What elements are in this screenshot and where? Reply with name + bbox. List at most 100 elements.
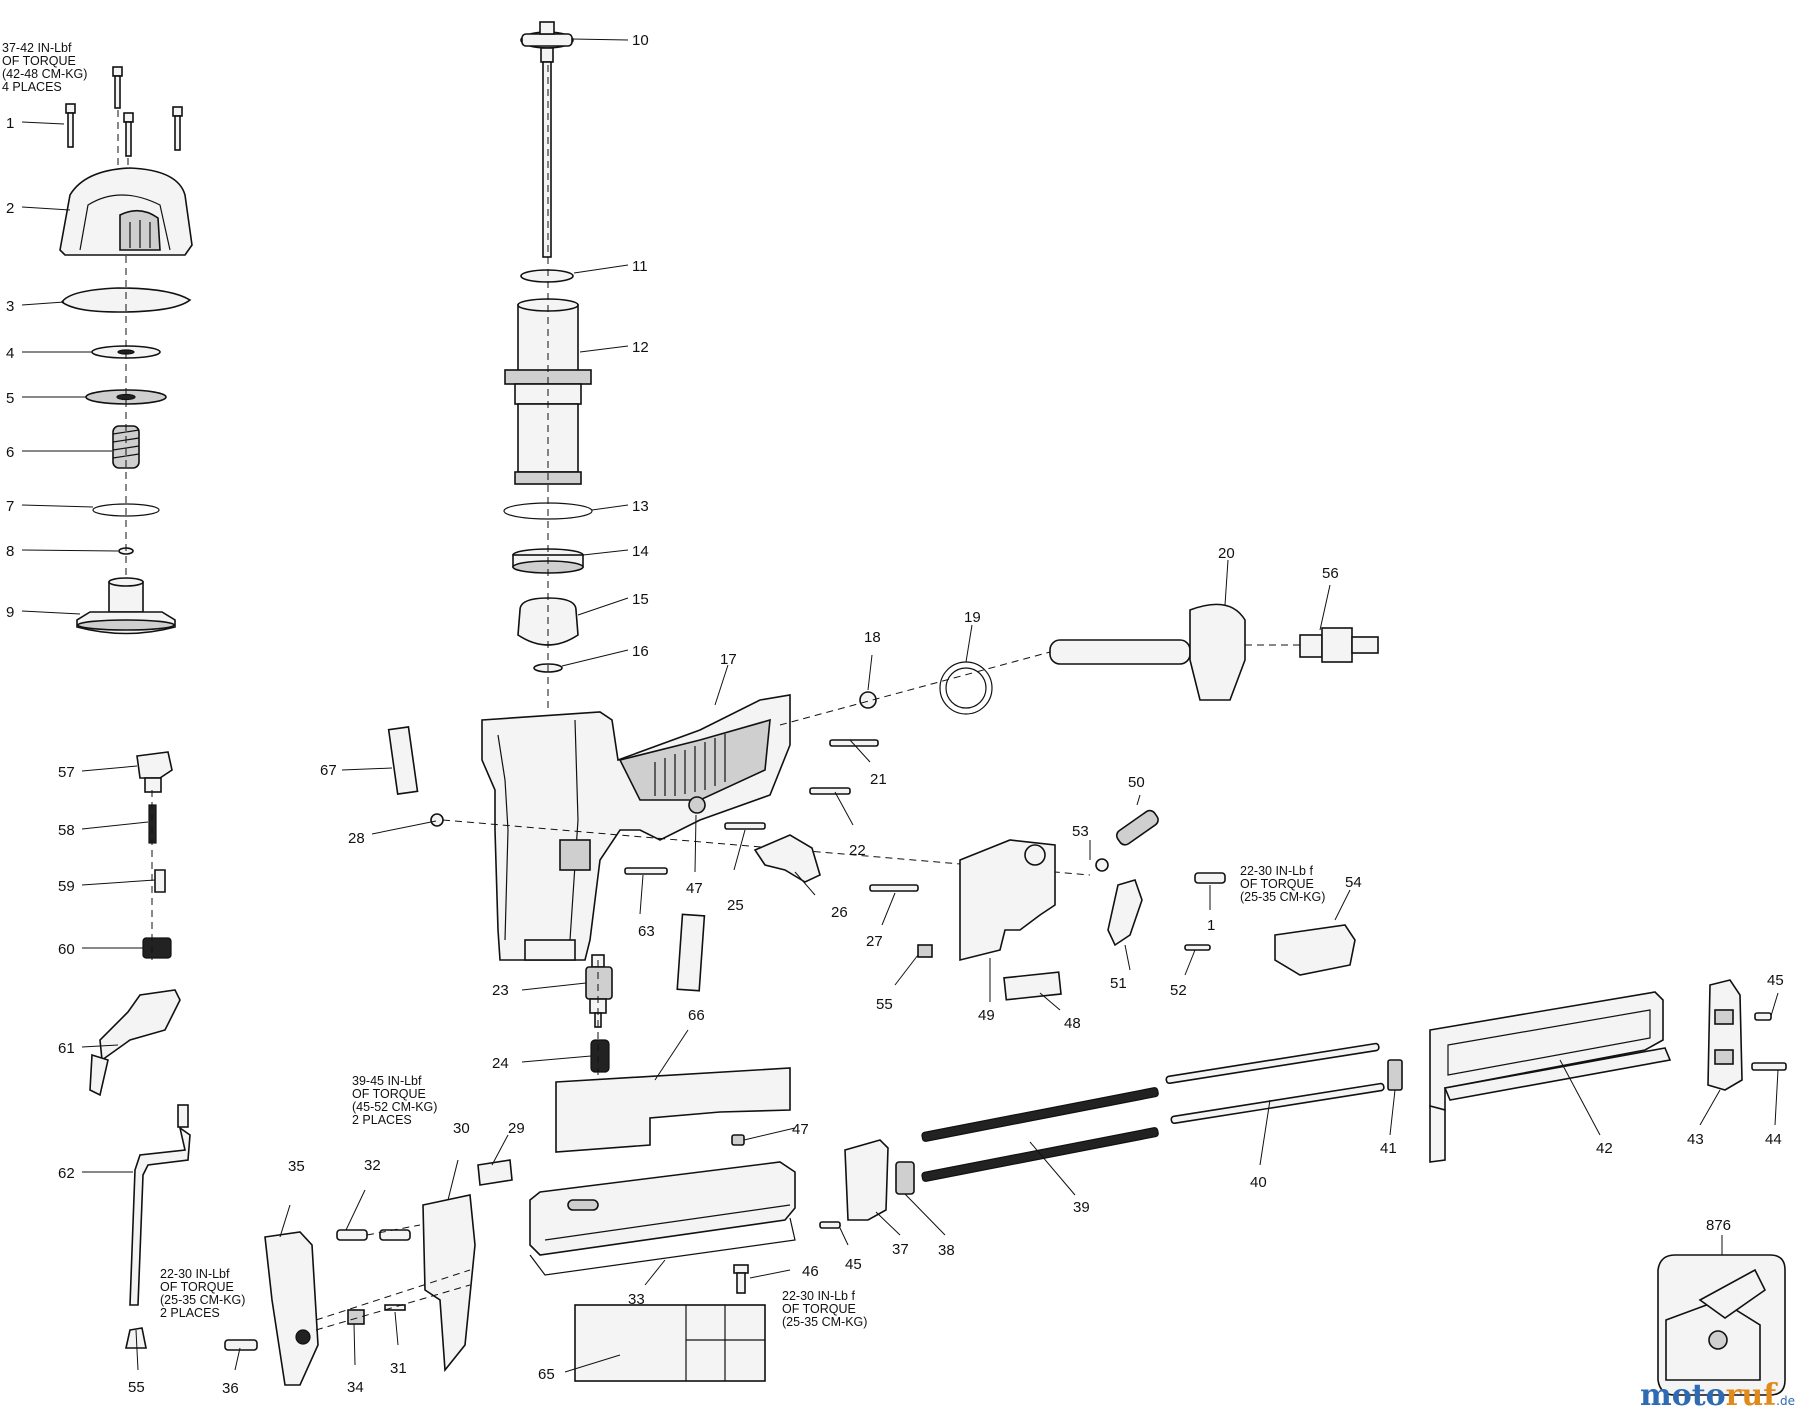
small-o-ring — [859, 691, 877, 709]
magazine-screw — [733, 1264, 749, 1294]
callout-1: 1 — [6, 115, 14, 132]
watermark-part1: moto — [1640, 1378, 1726, 1413]
nut-upper — [688, 796, 706, 814]
warning-label — [1003, 971, 1062, 1001]
callout-19: 19 — [964, 609, 981, 626]
callout-5: 5 — [6, 390, 14, 407]
callout-22: 22 — [849, 842, 866, 859]
trigger — [753, 834, 821, 883]
cap-gasket — [60, 287, 192, 313]
trigger-valve-spring — [590, 1039, 610, 1073]
grip-texture — [654, 734, 726, 796]
end-cap-pin-44 — [1751, 1062, 1787, 1071]
callout-43: 43 — [1687, 1131, 1704, 1148]
callout-37: 37 — [892, 1241, 909, 1258]
callout-61: 61 — [58, 1040, 75, 1057]
pusher — [844, 1139, 889, 1221]
contact-trip-housing — [959, 839, 1056, 962]
pin-magazine — [819, 1221, 841, 1229]
torque-note-left-3: (25-35 CM-KG) — [160, 1293, 245, 1307]
callout-1-right: 1 — [1207, 917, 1215, 934]
callout-41: 41 — [1380, 1140, 1397, 1157]
watermark-part2: ruf — [1726, 1378, 1779, 1413]
callout-9: 9 — [6, 604, 14, 621]
pin-31 — [384, 1304, 406, 1311]
callout-29: 29 — [508, 1120, 525, 1137]
pins — [624, 739, 919, 892]
callout-55-right: 55 — [876, 996, 893, 1013]
callout-33: 33 — [628, 1291, 645, 1308]
torque-note-top-left-1: 37-42 IN-Lbf — [2, 41, 72, 55]
valve-spring — [112, 425, 140, 469]
cylinder-ring — [520, 269, 574, 283]
trigger-spring — [1115, 809, 1159, 846]
cylinder-assembly — [503, 21, 593, 710]
callout-numbers: 1 2 3 4 5 6 7 8 9 10 11 12 13 14 15 16 1… — [6, 32, 1784, 1397]
callout-30: 30 — [453, 1120, 470, 1137]
svg-text:motoruf.de: motoruf.de — [1640, 1378, 1795, 1413]
torque-note-left-2: OF TORQUE — [160, 1280, 234, 1294]
callout-13: 13 — [632, 498, 649, 515]
callout-45-top: 45 — [1767, 972, 1784, 989]
nosepiece — [264, 1231, 319, 1386]
head-valve — [76, 577, 176, 635]
exhaust-tube — [1049, 603, 1246, 701]
cap-screws — [65, 66, 183, 175]
callout-12: 12 — [632, 339, 649, 356]
callout-32: 32 — [364, 1157, 381, 1174]
guide-plate — [422, 1194, 476, 1373]
callout-59: 59 — [58, 878, 75, 895]
callout-53: 53 — [1072, 823, 1089, 840]
callout-17: 17 — [720, 651, 737, 668]
callout-45-mid: 45 — [845, 1256, 862, 1273]
callout-50: 50 — [1128, 774, 1145, 791]
callout-49: 49 — [978, 1007, 995, 1024]
instruction-label — [574, 1304, 766, 1382]
callout-876: 876 — [1706, 1217, 1731, 1234]
callout-38: 38 — [938, 1242, 955, 1259]
bracket — [477, 1159, 513, 1186]
torque-note-magazine-2: OF TORQUE — [352, 1087, 426, 1101]
torque-note-right-1: 22-30 IN-Lb f — [1240, 864, 1313, 878]
callout-55-left: 55 — [128, 1379, 145, 1396]
callout-56: 56 — [1322, 565, 1339, 582]
callout-15: 15 — [632, 591, 649, 608]
torque-note-top-left-3: (42-48 CM-KG) — [2, 67, 87, 81]
callout-67: 67 — [320, 762, 337, 779]
lever — [1107, 879, 1143, 947]
callout-6: 6 — [6, 444, 14, 461]
clip-34 — [347, 1309, 365, 1325]
callout-47-upper: 47 — [686, 880, 703, 897]
torque-note-left-4: 2 PLACES — [160, 1306, 220, 1320]
callout-47-lower: 47 — [792, 1121, 809, 1138]
callout-21: 21 — [870, 771, 887, 788]
callout-63: 63 — [638, 923, 655, 940]
callout-54: 54 — [1345, 874, 1362, 891]
torque-note-top-left-2: OF TORQUE — [2, 54, 76, 68]
screw-right — [1194, 872, 1226, 884]
rod-retainer — [1387, 1059, 1403, 1091]
main-housing — [481, 694, 791, 961]
clip-right — [917, 944, 933, 958]
callout-48: 48 — [1064, 1015, 1081, 1032]
nosepiece-screws — [224, 1224, 421, 1351]
callout-4: 4 — [6, 345, 14, 362]
magazine-rail — [1429, 991, 1672, 1163]
torque-note-top-left-4: 4 PLACES — [2, 80, 62, 94]
driver-blade — [542, 61, 552, 258]
leader-lines — [21, 38, 1779, 1373]
logo-badge-upper — [387, 726, 419, 795]
torque-note-magazine-3: (45-52 CM-KG) — [352, 1100, 437, 1114]
watermark-suffix: .de — [1776, 1394, 1795, 1408]
torque-note-center-3: (25-35 CM-KG) — [782, 1315, 867, 1329]
callout-27: 27 — [866, 933, 883, 950]
callout-11: 11 — [632, 258, 648, 275]
callout-24: 24 — [492, 1055, 509, 1072]
adjuster-assembly — [89, 751, 181, 1097]
callout-8: 8 — [6, 543, 14, 560]
depth-knob — [1274, 924, 1356, 976]
callout-65: 65 — [538, 1366, 555, 1383]
air-fitting — [1299, 627, 1379, 663]
end-cap-pin-45 — [1754, 1012, 1772, 1021]
callout-42: 42 — [1596, 1140, 1613, 1157]
